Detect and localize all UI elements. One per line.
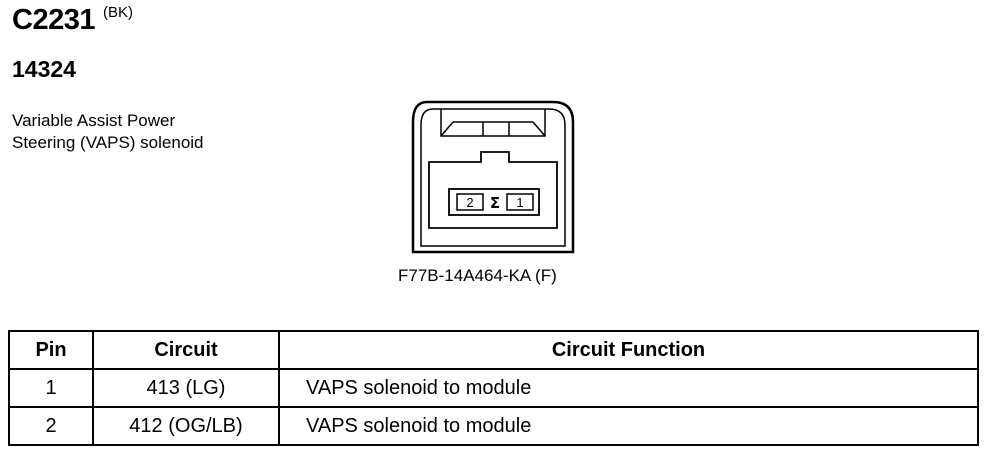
header-pin: Pin — [8, 330, 94, 370]
header-circuit-function: Circuit Function — [278, 330, 979, 370]
table-row: 1 413 (LG) VAPS solenoid to module — [8, 368, 979, 408]
harness-number: 14324 — [12, 56, 76, 82]
connector-part-number: F77B-14A464-KA (F) — [398, 266, 557, 285]
pin-cell: 1 — [8, 368, 94, 408]
connector-color: (BK) — [102, 4, 133, 21]
pin-1-cell — [506, 193, 534, 211]
latch-bevel-left — [440, 121, 454, 137]
function-cell: VAPS solenoid to module — [278, 406, 979, 446]
connector-face-diagram: 2 Σ 1 — [411, 100, 575, 254]
component-description: Variable Assist Power Steering (VAPS) so… — [12, 110, 204, 154]
pin-cell: 2 — [8, 406, 94, 446]
latch-tab — [440, 109, 546, 137]
latch-bevel-right — [532, 121, 546, 137]
circuit-cell: 413 (LG) — [92, 368, 280, 408]
description-line-2: Steering (VAPS) solenoid — [12, 133, 204, 152]
description-line-1: Variable Assist Power — [12, 111, 176, 130]
pin-1-label: 1 — [516, 195, 523, 210]
header-circuit: Circuit — [92, 330, 280, 370]
pin-table: Pin Circuit Circuit Function 1 413 (LG) … — [8, 330, 979, 446]
connector-inner-rim — [420, 108, 566, 247]
connector-id: C2231 — [12, 4, 95, 36]
connector-title: C2231 (BK) — [12, 4, 133, 37]
sigma-symbol: Σ — [490, 194, 500, 212]
pin-2-cell — [456, 193, 484, 211]
table-header-row: Pin Circuit Circuit Function — [8, 330, 979, 370]
table-row: 2 412 (OG/LB) VAPS solenoid to module — [8, 406, 979, 446]
pin-2-label: 2 — [466, 195, 473, 210]
function-cell: VAPS solenoid to module — [278, 368, 979, 408]
circuit-cell: 412 (OG/LB) — [92, 406, 280, 446]
